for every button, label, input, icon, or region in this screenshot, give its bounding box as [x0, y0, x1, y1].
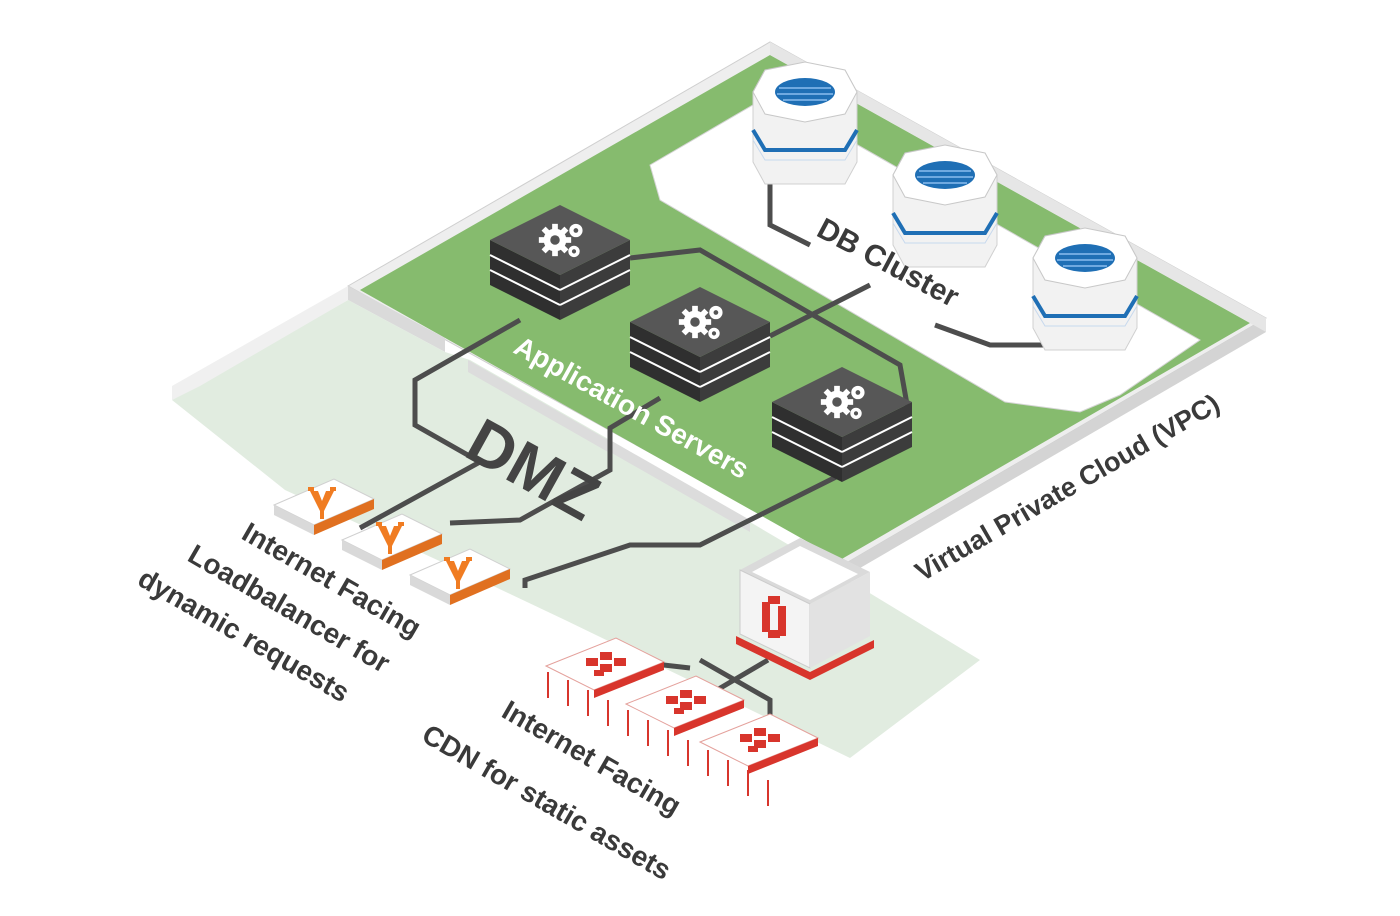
storage-bucket	[736, 538, 874, 680]
storage-bucket-icon	[762, 596, 786, 638]
cdn-caption: Internet Facing CDN for static assets	[417, 694, 686, 886]
connectors	[358, 180, 1050, 740]
cdn-row	[545, 637, 819, 806]
db-node-2	[891, 143, 999, 269]
db-node-3	[1031, 226, 1139, 352]
db-node-1	[751, 60, 859, 186]
